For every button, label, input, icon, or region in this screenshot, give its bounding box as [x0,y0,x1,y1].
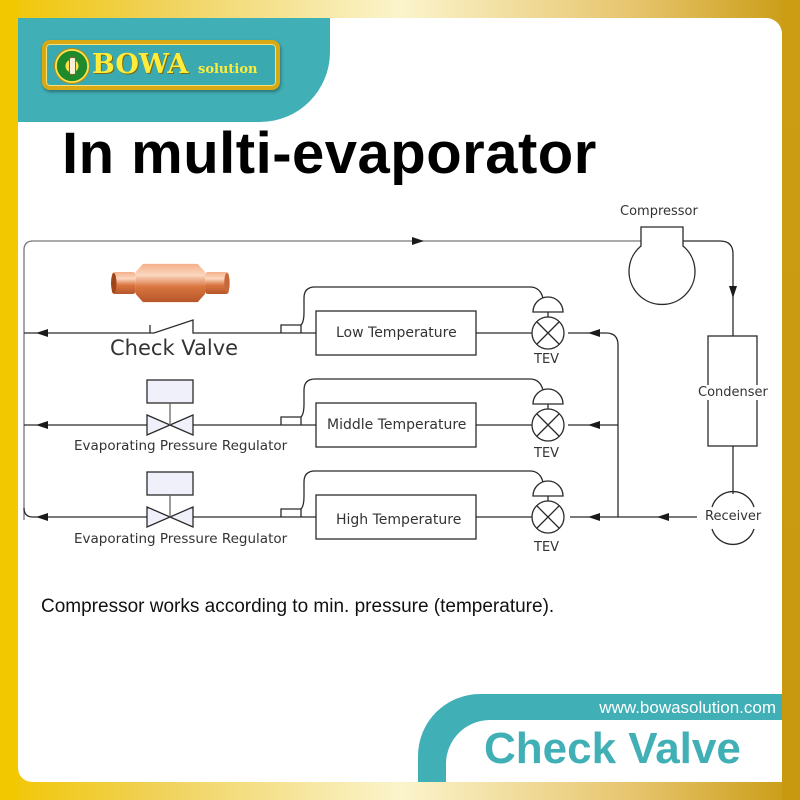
frame-right-edge [782,0,800,800]
content-panel [18,18,782,782]
compressor-label: Compressor [620,204,698,219]
epr-high-label: Evaporating Pressure Regulator [74,531,288,547]
condenser-label: Condenser [698,385,768,400]
frame-left-edge [0,0,18,800]
caption: Compressor works according to min. press… [41,596,555,617]
logo-emblem-icon [54,48,90,84]
evaporator-middle-label: Middle Temperature [327,417,467,433]
tev-low-label: TEV [534,352,560,367]
product-name: Check Valve [484,724,741,773]
logo-wordmark: BOWA [92,49,189,80]
website-link[interactable]: www.bowasolution.com [599,698,776,717]
check-valve-photo [111,263,230,303]
tev-high-label: TEV [534,540,560,555]
logo[interactable]: BOWA solution [42,40,280,90]
footer-inner [446,720,782,782]
evaporator-high-label: High Temperature [336,512,462,528]
logo-subtext: solution [198,62,258,77]
page-title: In multi-evaporator [62,121,597,186]
check-valve-label: Check Valve [110,336,239,360]
receiver-label: Receiver [705,509,762,524]
tev-middle-label: TEV [534,446,560,461]
epr-middle-label: Evaporating Pressure Regulator [74,438,288,454]
evaporator-low-label: Low Temperature [336,325,457,341]
